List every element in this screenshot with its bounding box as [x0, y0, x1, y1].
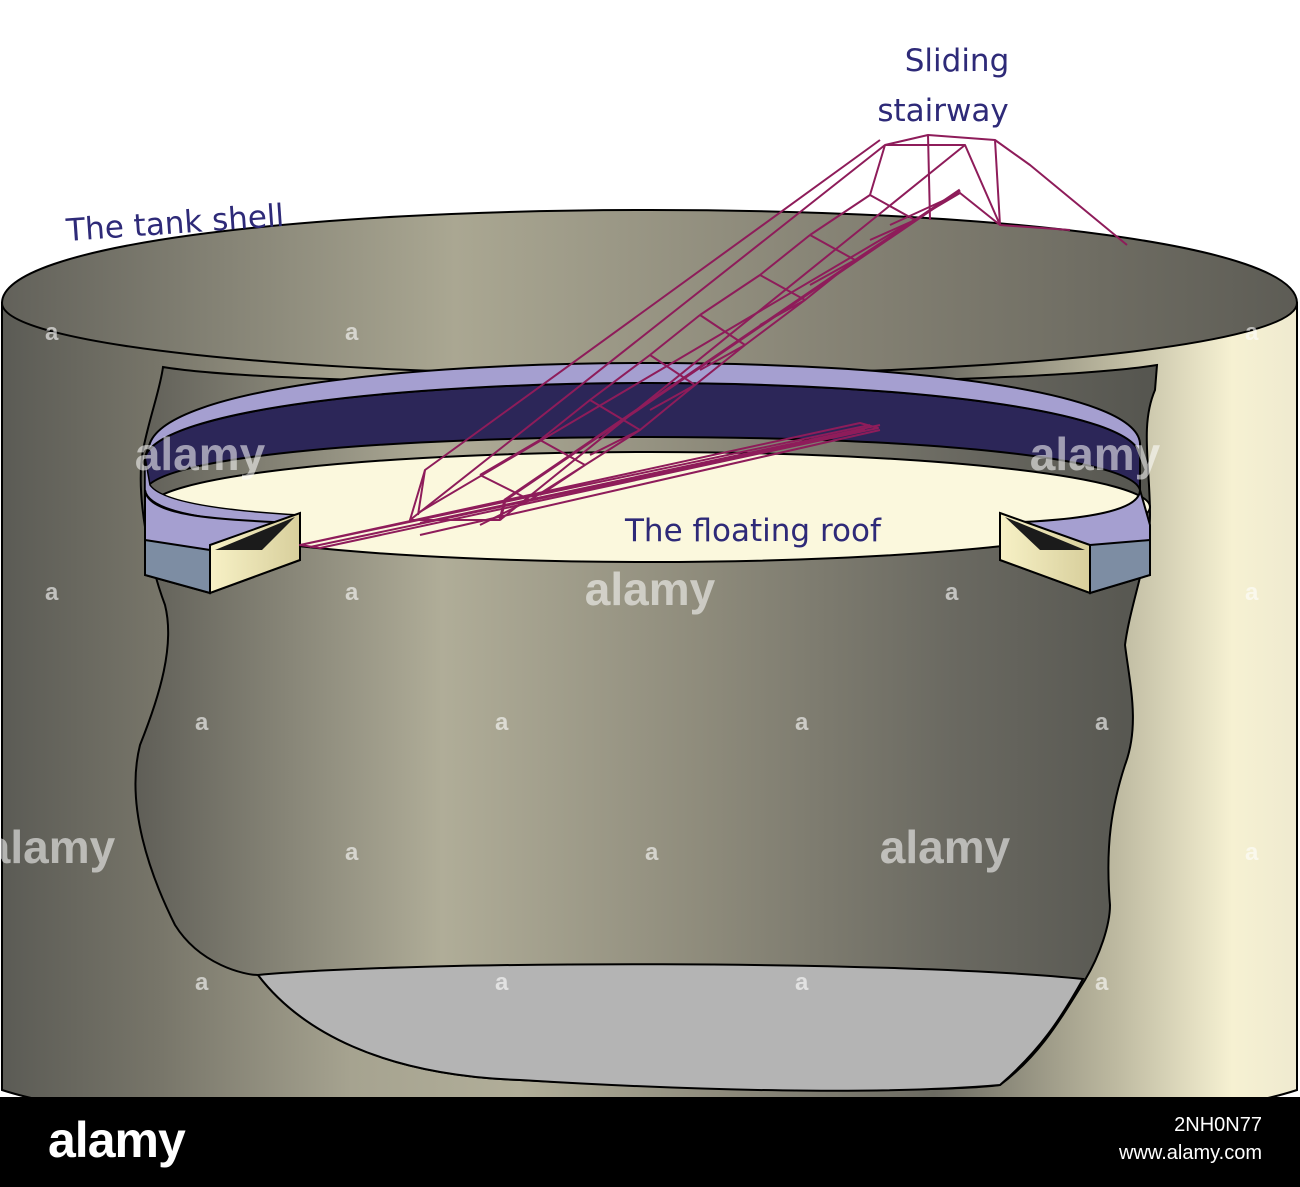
watermark-corner: a	[1245, 839, 1259, 866]
label-sliding-line1: Sliding	[905, 43, 1010, 79]
watermark-corner: a	[1095, 709, 1109, 736]
label-floating-roof: The floating roof	[624, 513, 882, 549]
tank-shell-top-opening	[0, 208, 1299, 377]
watermark-text: alamy	[1030, 428, 1161, 480]
floating-roof-seal-top	[144, 361, 1141, 458]
watermark-corner: a	[795, 709, 809, 736]
watermark-text: alamy	[880, 821, 1011, 873]
watermark-corner: a	[495, 709, 509, 736]
pontoon-left-face	[144, 538, 211, 595]
watermark-corner: a	[645, 839, 659, 866]
pontoon-right-shadow	[1005, 517, 1085, 550]
watermark-corner: a	[45, 319, 59, 346]
watermark-layer: alamy alamy alamy alamy alamy a a a a a …	[0, 319, 1259, 996]
footer-logo: alamy	[48, 1112, 186, 1168]
sliding-stairway	[299, 134, 1128, 549]
tank-floor	[256, 963, 1085, 1092]
watermark-corner: a	[345, 319, 359, 346]
watermark-corner: a	[945, 579, 959, 606]
watermark-corner: a	[795, 969, 809, 996]
stairway-runway	[299, 422, 881, 549]
watermark-corner: a	[1245, 319, 1259, 346]
watermark-corner: a	[195, 709, 209, 736]
watermark-corner: a	[45, 579, 59, 606]
site-url: www.alamy.com	[1119, 1142, 1262, 1164]
floating-roof	[144, 361, 1151, 595]
watermark-text: alamy	[135, 428, 266, 480]
watermark-corner: a	[195, 969, 209, 996]
watermark-corner: a	[345, 579, 359, 606]
stairway-top-platform	[869, 134, 1128, 246]
watermark-text: alamy	[0, 821, 116, 873]
footer-info: 2NH0N77 www.alamy.com	[1119, 1111, 1262, 1167]
watermark-corner: a	[1095, 969, 1109, 996]
label-sliding-line2: stairway	[877, 93, 1008, 129]
footer-bar: alamy 2NH0N77 www.alamy.com	[0, 1097, 1300, 1187]
watermark-corner: a	[345, 839, 359, 866]
watermark-corner: a	[1245, 579, 1259, 606]
image-id: 2NH0N77	[1174, 1114, 1262, 1136]
watermark-corner: a	[495, 969, 509, 996]
watermark-text: alamy	[585, 563, 716, 615]
pontoon-left-shadow	[215, 517, 295, 550]
pontoon-right-face	[1089, 538, 1151, 595]
